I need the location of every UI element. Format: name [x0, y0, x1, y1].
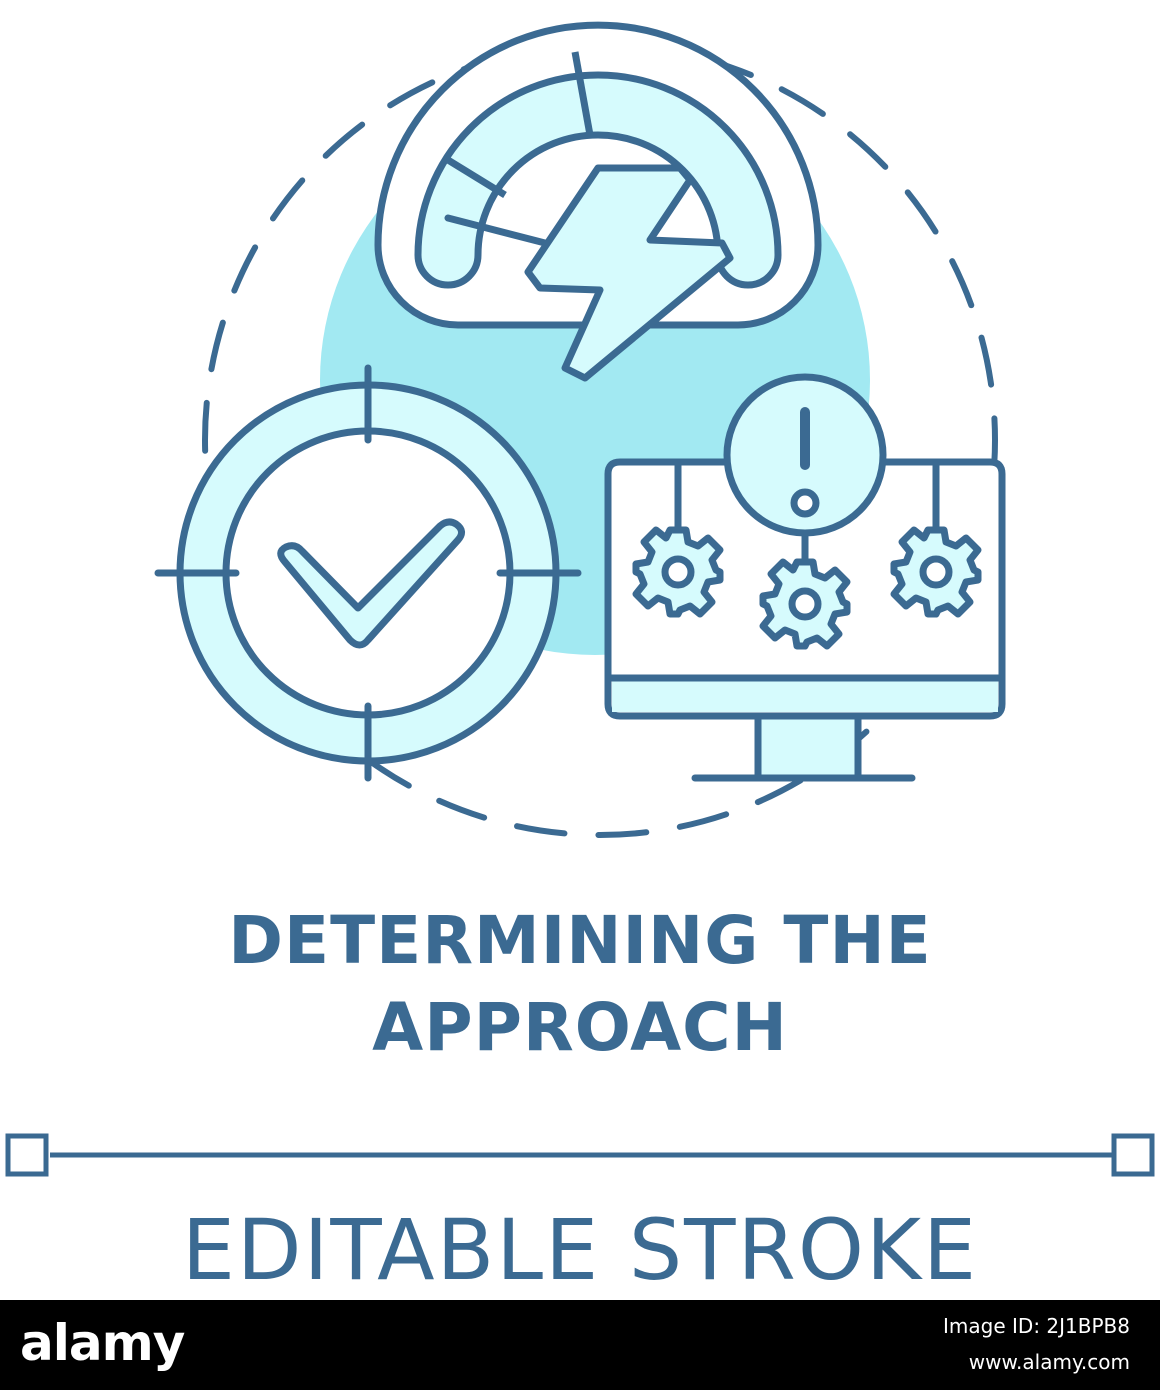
- concept-icon: [154, 21, 1006, 838]
- monitor-gears-alert-icon: [604, 373, 1006, 782]
- editable-stroke-rule: [5, 1133, 1155, 1177]
- speedometer-lightning-icon: [374, 21, 822, 382]
- footer-bar: alamy Image ID: 2J1BPB8 www.alamy.com: [0, 1300, 1160, 1390]
- image-id-label: Image ID: 2J1BPB8: [943, 1314, 1130, 1338]
- stroke-handle-left: [5, 1133, 49, 1177]
- title-line-1: DETERMINING THE: [228, 902, 932, 979]
- title-line-2: APPROACH: [372, 989, 788, 1066]
- stroke-handle-right: [1111, 1133, 1155, 1177]
- brand-logo: alamy: [20, 1314, 185, 1372]
- site-url: www.alamy.com: [968, 1350, 1130, 1374]
- target-check-icon: [154, 364, 582, 782]
- dashed-ring: [202, 42, 998, 838]
- editable-stroke-caption: EDITABLE STROKE: [181, 1201, 979, 1299]
